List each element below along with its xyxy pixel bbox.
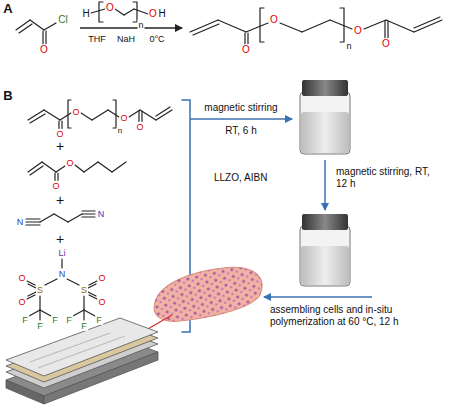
atom-label: N	[97, 209, 106, 219]
reagent-label: 0°C	[148, 34, 165, 44]
atom-label: S	[80, 285, 88, 295]
atom-label: Cl	[57, 14, 68, 26]
repeat-index: n	[345, 41, 352, 51]
condition-label: magnetic stirring, RT, 12 h	[336, 166, 432, 189]
atom-label: H	[81, 8, 90, 20]
atom-label: O	[51, 181, 60, 191]
atom-label: H	[157, 8, 166, 20]
atom-label: O	[119, 113, 128, 123]
atom-label: O	[105, 2, 115, 14]
condition-label: magnetic stirring	[203, 102, 278, 114]
atom-label: O	[241, 44, 251, 56]
reagent-label: THF	[87, 34, 107, 44]
repeat-index: n	[137, 20, 144, 30]
vial	[300, 80, 350, 154]
panel-letter: A	[2, 2, 13, 17]
condition-label: assembling cells and in-situ polymerizat…	[270, 304, 435, 327]
atom-label: F	[65, 315, 73, 325]
atom-label: F	[21, 315, 29, 325]
plus-sign: +	[55, 138, 65, 154]
atom-label: F	[36, 321, 44, 331]
plus-sign: +	[55, 192, 65, 208]
atom-label: O	[97, 297, 106, 307]
atom-label: O	[39, 44, 49, 56]
atom-label: O	[97, 273, 106, 283]
electrolyte-membrane	[148, 260, 266, 328]
plus-sign: +	[55, 231, 65, 247]
atom-label: O	[269, 14, 279, 26]
atom-label: O	[17, 297, 26, 307]
atom-label: N	[16, 217, 25, 227]
atom-label: O	[17, 273, 26, 283]
atom-label: N	[58, 269, 67, 279]
atom-label: S	[36, 285, 44, 295]
condition-label: RT, 6 h	[224, 125, 258, 137]
atom-label: O	[71, 107, 80, 117]
reagent-label: NaH	[116, 34, 136, 44]
atom-label: O	[135, 122, 144, 132]
atom-label: F	[95, 315, 103, 325]
repeat-index: n	[117, 126, 123, 135]
panel-letter: B	[2, 89, 13, 104]
pouch-cell	[6, 318, 158, 404]
atom-label: O	[381, 38, 391, 50]
atom-label: O	[65, 158, 74, 168]
atom-label: F	[51, 315, 59, 325]
atom-label: F	[80, 321, 88, 331]
atom-label: Li	[57, 248, 66, 258]
condition-label: LLZO, AIBN	[214, 172, 314, 184]
vial	[300, 214, 350, 286]
atom-label: O	[353, 25, 363, 37]
